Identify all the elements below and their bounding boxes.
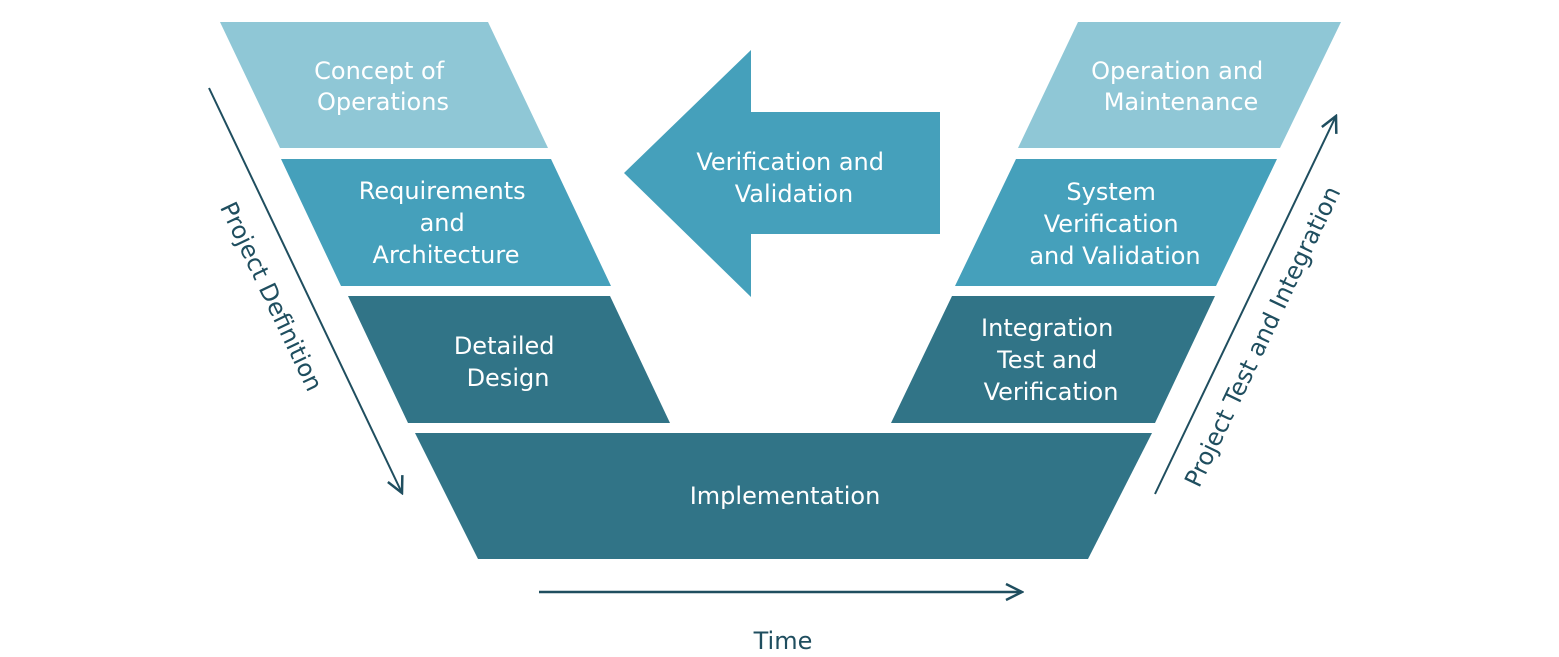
- concept-of-operations-box: [220, 22, 548, 148]
- project-definition-label: Project Definition: [214, 198, 328, 396]
- integration-test-label: Integration Test and Verification: [981, 314, 1121, 406]
- system-verification-label: System Verification and Validation: [1029, 178, 1200, 270]
- time-label: Time: [753, 627, 813, 655]
- implementation-label: Implementation: [690, 482, 881, 510]
- implementation-box: [415, 433, 1152, 559]
- verification-validation-label: Verification and Validation: [696, 148, 891, 208]
- requirements-architecture-box: [281, 159, 611, 286]
- concept-of-operations-label: Concept of Operations: [314, 57, 452, 116]
- requirements-architecture-label: Requirements and Architecture: [359, 177, 534, 269]
- detailed-design-label: Detailed Design: [454, 332, 562, 392]
- detailed-design-box: [348, 296, 670, 423]
- operation-maintenance-label: Operation and Maintenance: [1091, 57, 1271, 116]
- project-definition-arrow: [208, 87, 402, 493]
- integration-test-box: [891, 296, 1215, 423]
- system-verification-box: [955, 159, 1277, 286]
- operation-maintenance-box: [1018, 22, 1341, 148]
- project-test-integration-arrow: [1154, 116, 1336, 495]
- verification-validation-arrow: [624, 50, 940, 297]
